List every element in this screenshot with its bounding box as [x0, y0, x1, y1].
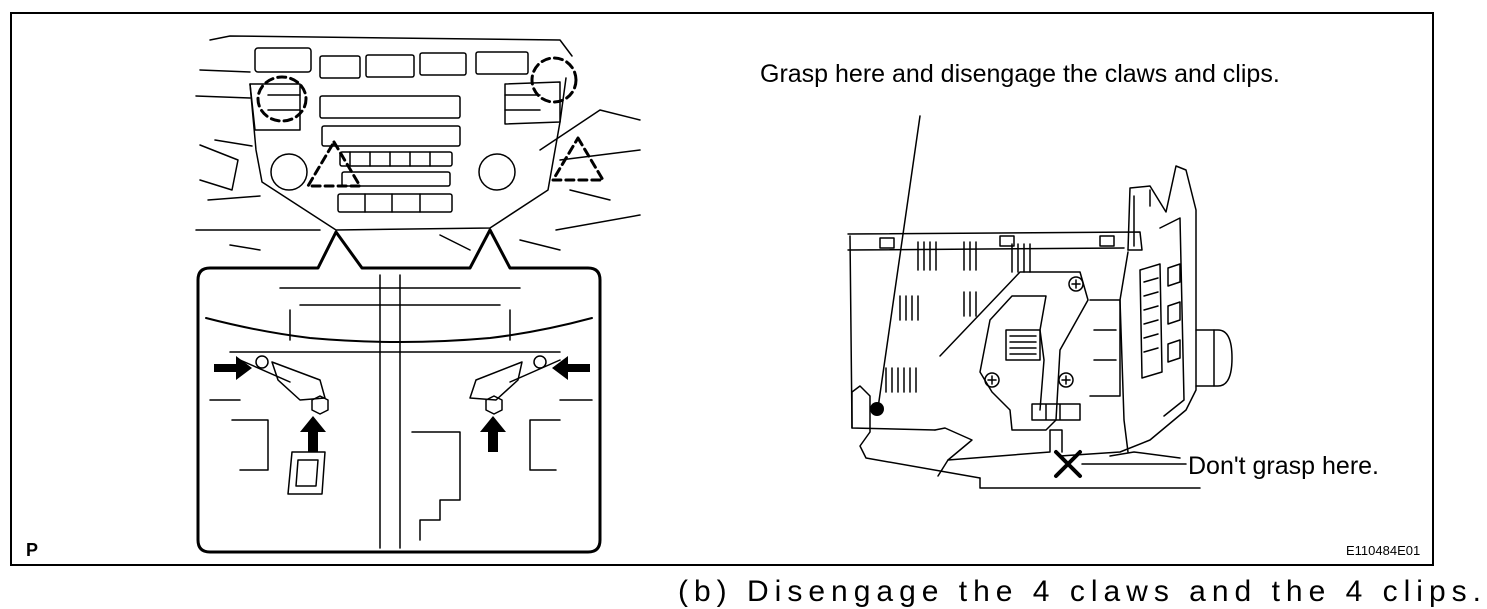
figure-frame	[10, 12, 1434, 566]
illustration	[195, 35, 1233, 554]
push-arrow-icon	[214, 356, 590, 452]
radio-unit-drawing	[847, 115, 1233, 489]
grasp-point-icon	[870, 402, 884, 416]
console-drawing	[195, 35, 641, 554]
figure-code: E110484E01	[1346, 543, 1421, 558]
hex-nut-icon	[485, 395, 503, 415]
hex-nut-icon	[311, 395, 329, 415]
panel-letter: P	[26, 540, 39, 560]
x-mark-icon	[1054, 450, 1082, 478]
cut-off-instruction: (b) Disengage the 4 claws and the 4 clip…	[678, 575, 1487, 608]
grasp-here-label: Grasp here and disengage the claws and c…	[760, 60, 1280, 88]
dont-grasp-label: Don't grasp here.	[1188, 452, 1379, 480]
